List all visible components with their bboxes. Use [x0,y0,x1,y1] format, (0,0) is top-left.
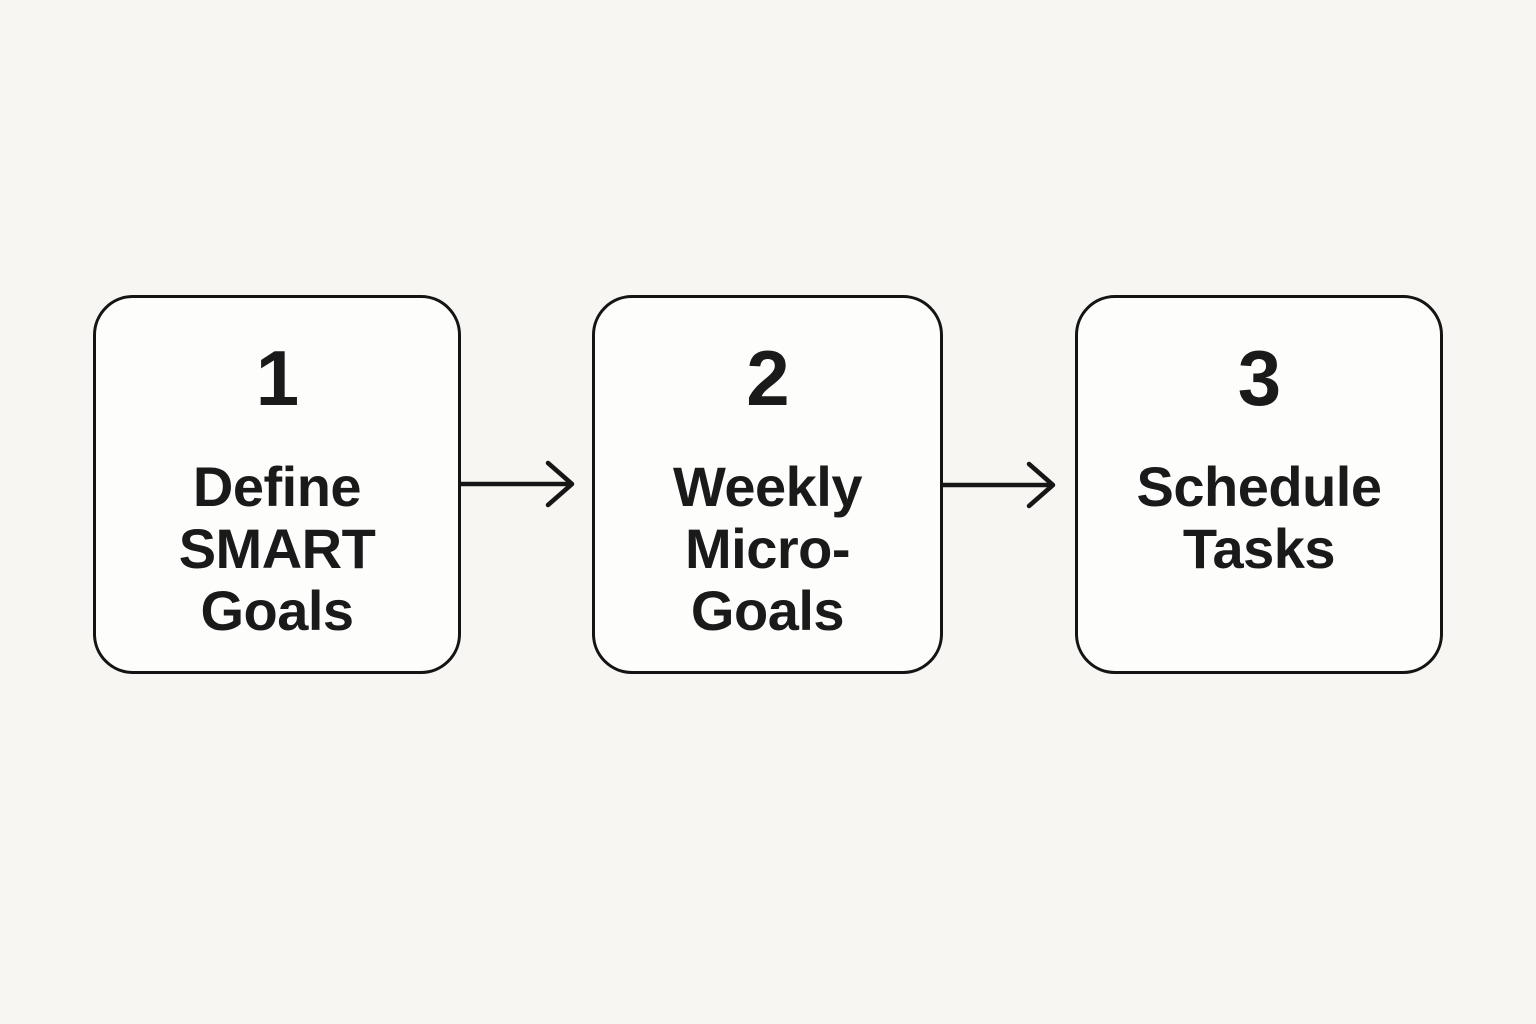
step-number-2: 2 [746,334,789,422]
arrow-right-icon [941,461,1056,509]
step-label-define-smart-goals: Define SMART Goals [178,455,376,642]
step-box-schedule-tasks: 3 Schedule Tasks [1075,295,1443,674]
step-box-define-smart-goals: 1 Define SMART Goals [93,295,461,674]
step-number-3: 3 [1237,334,1281,422]
step-label-schedule-tasks: Schedule Tasks [1136,455,1382,580]
step-number-1: 1 [255,334,299,422]
arrow-right-icon [458,460,575,508]
step-label-weekly-micro-goals: Weekly Micro- Goals [673,455,862,642]
step-box-weekly-micro-goals: 2 Weekly Micro- Goals [592,295,943,674]
